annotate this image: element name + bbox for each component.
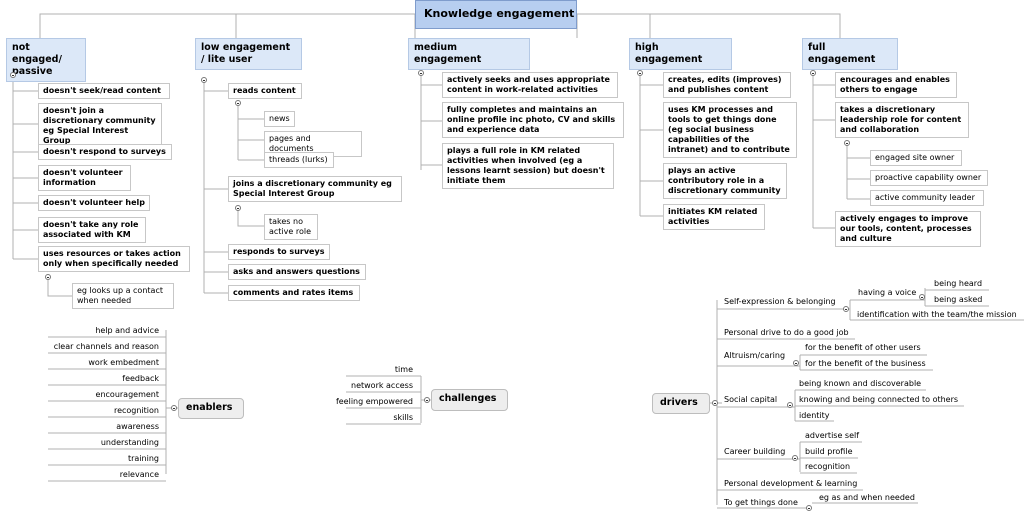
- column-subitem[interactable]: eg looks up a contact when needed: [72, 283, 174, 309]
- column-subitem[interactable]: engaged site owner: [870, 150, 962, 166]
- column-subitem[interactable]: takes no active role: [264, 214, 318, 240]
- challenge-item[interactable]: network access: [351, 381, 413, 390]
- column-item[interactable]: doesn't respond to surveys: [38, 144, 172, 160]
- column-item[interactable]: doesn't volunteer help: [38, 195, 150, 211]
- driver-item[interactable]: for the benefit of other users: [805, 343, 921, 352]
- column-item[interactable]: comments and rates items: [228, 285, 360, 301]
- column-subitem[interactable]: news: [264, 111, 295, 127]
- driver-item[interactable]: knowing and being connected to others: [799, 395, 959, 404]
- column-item[interactable]: uses resources or takes action only when…: [38, 246, 190, 272]
- driver-group[interactable]: Altruism/caring: [724, 351, 786, 360]
- enabler-item[interactable]: awareness: [116, 422, 159, 431]
- enabler-item[interactable]: feedback: [122, 374, 159, 383]
- collapse-toggle-icon[interactable]: [792, 455, 798, 461]
- driver-group[interactable]: Personal development & learning: [724, 479, 858, 488]
- collapse-toggle-icon[interactable]: [637, 70, 643, 76]
- column-high-engagement[interactable]: high engagement: [629, 38, 732, 70]
- collapse-toggle-icon[interactable]: [793, 360, 799, 366]
- collapse-toggle-icon[interactable]: [235, 205, 241, 211]
- collapse-toggle-icon[interactable]: [418, 70, 424, 76]
- column-item[interactable]: doesn't join a discretionary community e…: [38, 103, 162, 149]
- enabler-item[interactable]: relevance: [119, 470, 159, 479]
- column-medium-engagement[interactable]: medium engagement: [408, 38, 530, 70]
- collapse-toggle-icon[interactable]: [171, 405, 177, 411]
- collapse-toggle-icon[interactable]: [235, 100, 241, 106]
- challenge-item[interactable]: skills: [393, 413, 413, 422]
- driver-item[interactable]: for the benefit of the business: [805, 359, 926, 368]
- column-item[interactable]: doesn't seek/read content: [38, 83, 170, 99]
- collapse-toggle-icon[interactable]: [787, 402, 793, 408]
- column-item[interactable]: uses KM processes and tools to get thing…: [663, 102, 797, 158]
- challenge-item[interactable]: feeling empowered: [335, 397, 413, 406]
- driver-group[interactable]: Self-expression & belonging: [724, 297, 836, 306]
- column-item[interactable]: reads content: [228, 83, 302, 99]
- collapse-toggle-icon[interactable]: [712, 400, 718, 406]
- column-item[interactable]: actively seeks and uses appropriate cont…: [442, 72, 618, 98]
- column-item[interactable]: doesn't volunteer information: [38, 165, 131, 191]
- enablers-node[interactable]: enablers: [178, 398, 244, 419]
- column-low-engagement[interactable]: low engagement / lite user: [195, 38, 302, 70]
- driver-item[interactable]: identification with the team/the mission: [857, 310, 1017, 319]
- column-not-engaged[interactable]: not engaged/ passive: [6, 38, 86, 82]
- column-item[interactable]: initiates KM related activities: [663, 204, 765, 230]
- column-item[interactable]: encourages and enables others to engage: [835, 72, 957, 98]
- collapse-toggle-icon[interactable]: [10, 72, 16, 78]
- column-item[interactable]: plays a full role in KM related activiti…: [442, 143, 614, 189]
- column-subitem[interactable]: threads (lurks): [264, 152, 334, 168]
- driver-item[interactable]: advertise self: [805, 431, 860, 440]
- driver-item[interactable]: having a voice: [858, 288, 917, 297]
- collapse-toggle-icon[interactable]: [919, 294, 925, 300]
- driver-item[interactable]: build profile: [805, 447, 853, 456]
- column-item[interactable]: actively engages to improve our tools, c…: [835, 211, 981, 247]
- enabler-item[interactable]: encouragement: [95, 390, 159, 399]
- driver-group[interactable]: Social capital: [724, 395, 778, 404]
- enabler-item[interactable]: clear channels and reason: [53, 342, 159, 351]
- column-subitem[interactable]: active community leader: [870, 190, 984, 206]
- root-topic[interactable]: Knowledge engagement: [415, 0, 577, 29]
- enabler-item[interactable]: training: [128, 454, 159, 463]
- collapse-toggle-icon[interactable]: [45, 274, 51, 280]
- driver-item[interactable]: being heard: [934, 279, 983, 288]
- collapse-toggle-icon[interactable]: [810, 70, 816, 76]
- driver-item[interactable]: being asked: [934, 295, 983, 304]
- column-item[interactable]: plays an active contributory role in a d…: [663, 163, 787, 199]
- driver-group[interactable]: Personal drive to do a good job: [724, 328, 849, 337]
- collapse-toggle-icon[interactable]: [843, 306, 849, 312]
- driver-group[interactable]: Career building: [724, 447, 786, 456]
- collapse-toggle-icon[interactable]: [844, 140, 850, 146]
- column-item[interactable]: doesn't take any role associated with KM: [38, 217, 146, 243]
- collapse-toggle-icon[interactable]: [424, 397, 430, 403]
- column-item[interactable]: responds to surveys: [228, 244, 330, 260]
- drivers-node[interactable]: drivers: [652, 393, 710, 414]
- column-item[interactable]: creates, edits (improves) and publishes …: [663, 72, 791, 98]
- column-full-engagement[interactable]: full engagement: [802, 38, 898, 70]
- driver-group[interactable]: To get things done: [724, 498, 798, 507]
- enabler-item[interactable]: recognition: [113, 406, 159, 415]
- collapse-toggle-icon[interactable]: [201, 77, 207, 83]
- enabler-item[interactable]: help and advice: [95, 326, 159, 335]
- challenges-node[interactable]: challenges: [431, 389, 508, 411]
- driver-item[interactable]: identity: [799, 411, 830, 420]
- driver-item[interactable]: being known and discoverable: [799, 379, 922, 388]
- enabler-item[interactable]: work embedment: [88, 358, 159, 367]
- column-item[interactable]: asks and answers questions: [228, 264, 366, 280]
- collapse-toggle-icon[interactable]: [806, 505, 812, 511]
- column-subitem[interactable]: proactive capability owner: [870, 170, 988, 186]
- enabler-item[interactable]: understanding: [100, 438, 159, 447]
- column-item[interactable]: joins a discretionary community eg Speci…: [228, 176, 402, 202]
- driver-item[interactable]: recognition: [805, 462, 851, 471]
- challenge-item[interactable]: time: [394, 365, 413, 374]
- column-item[interactable]: takes a discretionary leadership role fo…: [835, 102, 969, 138]
- driver-item[interactable]: eg as and when needed: [819, 493, 915, 502]
- column-item[interactable]: fully completes and maintains an online …: [442, 102, 624, 138]
